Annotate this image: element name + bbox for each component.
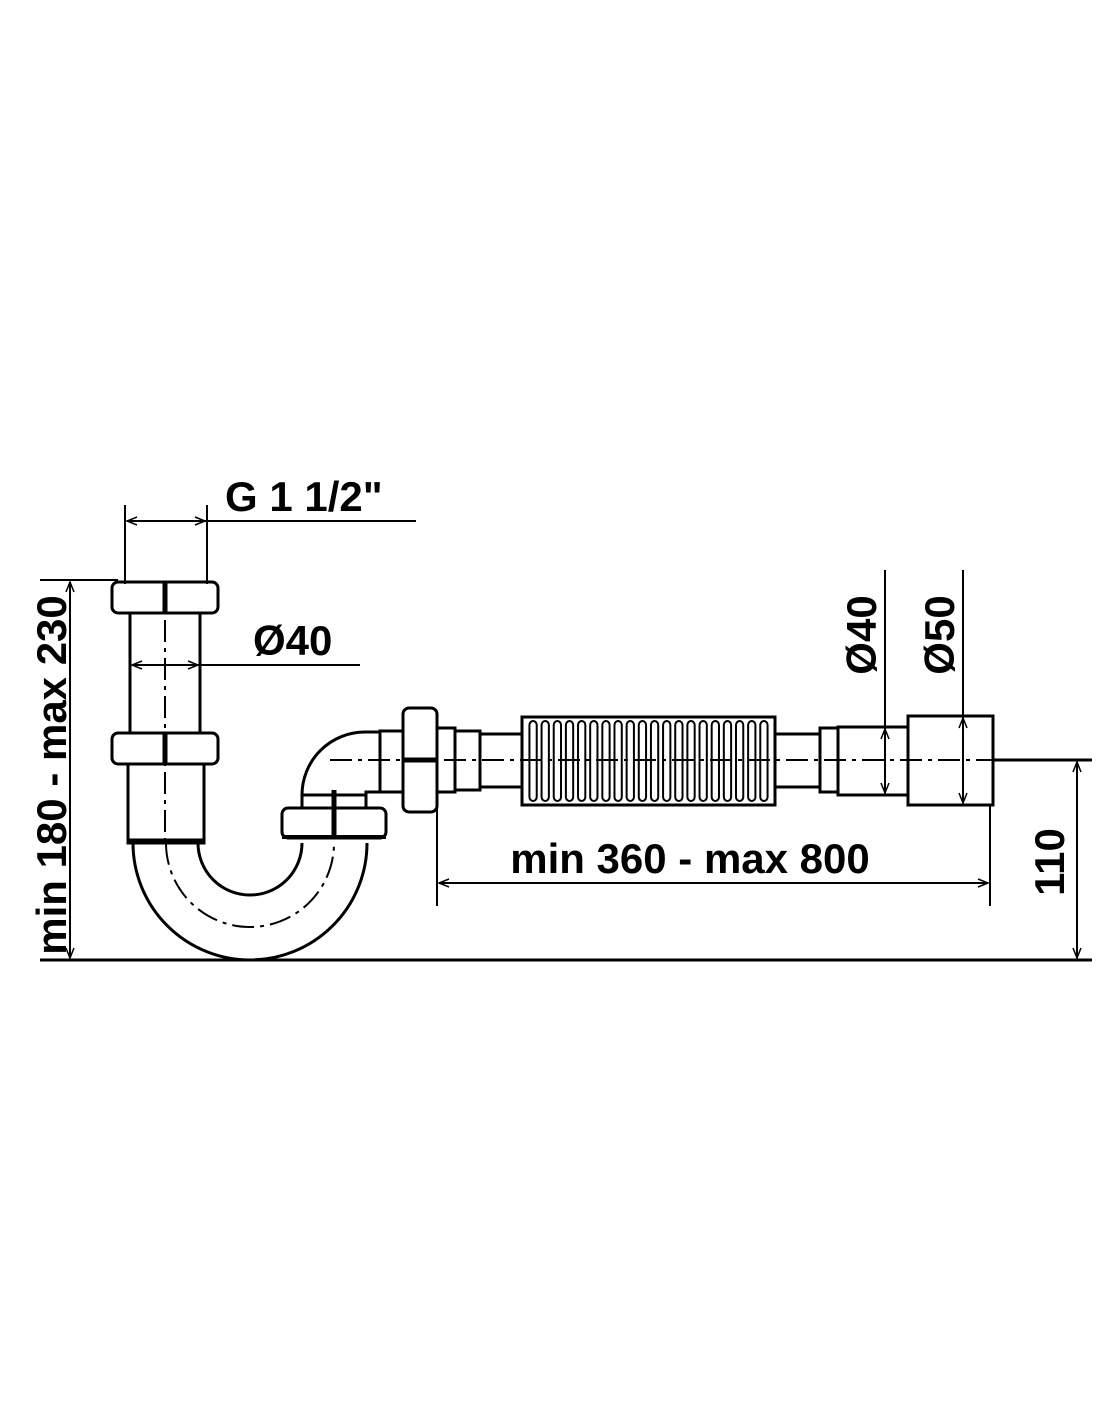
outlet-diameter-50-label: Ø50 <box>916 595 963 674</box>
outlet-fittings <box>773 714 995 807</box>
elbow <box>280 706 524 840</box>
dim-outlet-height: 110 <box>1026 762 1077 958</box>
outlet-height-label: 110 <box>1026 828 1073 896</box>
vertical-pipe <box>110 580 220 845</box>
thread-label: G 1 1/2" <box>225 473 383 520</box>
u-bend <box>131 842 369 962</box>
bellows-rib <box>698 720 708 802</box>
dim-inlet-diameter: Ø40 <box>132 617 360 665</box>
dim-height-range: min 180 - max 230 <box>28 579 118 958</box>
outlet-diameter-40-label: Ø40 <box>838 595 885 674</box>
inlet-diameter-label: Ø40 <box>253 617 332 664</box>
height-range-label: min 180 - max 230 <box>28 595 75 955</box>
dim-length-range: min 360 - max 800 <box>436 790 991 906</box>
bellows-rib <box>734 720 745 802</box>
length-range-label: min 360 - max 800 <box>510 835 870 882</box>
dim-thread: G 1 1/2" <box>124 473 416 584</box>
dim-outlet-diameters: Ø40 Ø50 <box>838 570 963 803</box>
